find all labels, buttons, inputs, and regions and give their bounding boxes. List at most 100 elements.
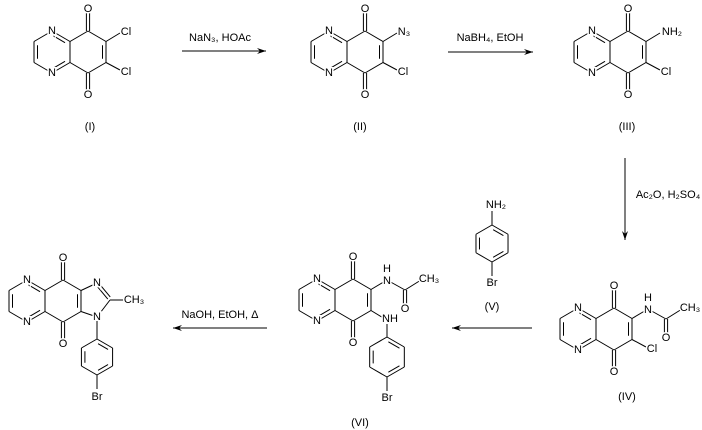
bond bbox=[364, 62, 384, 74]
bond bbox=[609, 30, 629, 42]
bonds-layer bbox=[8, 12, 683, 391]
amine-nh: NH bbox=[382, 313, 398, 325]
bond bbox=[369, 366, 388, 378]
bond bbox=[386, 279, 406, 291]
bond bbox=[298, 310, 318, 322]
labels-layer: NNOOClCl(I)NNOON₃Cl(II)NNOONH₂Cl(III)NNO… bbox=[22, 2, 702, 430]
bond bbox=[44, 279, 64, 291]
bond bbox=[613, 307, 633, 319]
arrowhead bbox=[622, 231, 628, 240]
bond bbox=[364, 30, 384, 42]
nitrogen-atom: N bbox=[383, 275, 391, 287]
nitrogen-atom: N bbox=[644, 304, 652, 316]
bond bbox=[80, 311, 98, 318]
bond bbox=[87, 62, 107, 74]
double-bond-line bbox=[593, 60, 606, 69]
nitrogen-atom: N bbox=[23, 274, 31, 286]
compound-label-III: (III) bbox=[619, 121, 636, 133]
bond bbox=[369, 336, 388, 348]
bond bbox=[609, 62, 629, 74]
bond bbox=[105, 62, 121, 71]
methyl-group: CH₃ bbox=[680, 302, 700, 314]
double-bond-line bbox=[318, 283, 331, 292]
bond bbox=[370, 310, 386, 320]
bond bbox=[386, 336, 405, 348]
bond bbox=[631, 339, 647, 348]
nitrogen-atom: N bbox=[313, 315, 321, 327]
double-bond-line bbox=[53, 60, 66, 69]
bond bbox=[665, 308, 683, 320]
bond bbox=[370, 279, 388, 290]
double-bond-line bbox=[28, 284, 41, 293]
bond bbox=[627, 30, 647, 42]
arrowhead bbox=[257, 48, 266, 54]
double-bond-line bbox=[330, 60, 343, 69]
bond bbox=[51, 62, 71, 74]
bond bbox=[96, 299, 111, 318]
double-bond-line bbox=[53, 35, 66, 44]
bond bbox=[595, 307, 615, 319]
nitrogen-atom: N bbox=[93, 277, 101, 289]
bond bbox=[334, 310, 354, 322]
oxygen-atom: O bbox=[59, 252, 68, 264]
compound-label-I: (I) bbox=[85, 121, 95, 133]
bond bbox=[382, 62, 398, 71]
bond bbox=[69, 62, 89, 74]
bond bbox=[316, 278, 336, 290]
double-bond bbox=[97, 286, 109, 300]
bond bbox=[62, 311, 82, 323]
compound-label-IV: (IV) bbox=[618, 391, 636, 403]
double-bond-line bbox=[388, 365, 400, 373]
double-bond-line bbox=[579, 312, 592, 321]
bond bbox=[627, 62, 647, 74]
oxygen-atom: O bbox=[610, 280, 619, 292]
bond bbox=[96, 338, 113, 349]
nitrogen-atom: N bbox=[588, 25, 596, 37]
oxygen-atom: O bbox=[84, 89, 93, 101]
arrowhead bbox=[524, 49, 533, 55]
oxygen-atom: O bbox=[624, 3, 633, 15]
bond bbox=[577, 339, 597, 351]
bond bbox=[573, 62, 593, 74]
chlorine-atom: Cl bbox=[661, 66, 671, 78]
bond bbox=[334, 278, 354, 290]
double-bond-line bbox=[330, 35, 343, 44]
double-bond-line bbox=[318, 308, 331, 317]
bond bbox=[382, 32, 398, 42]
oxygen-atom: O bbox=[59, 338, 68, 350]
bond bbox=[573, 30, 593, 42]
double-bond-line bbox=[97, 343, 109, 350]
double-bond-line bbox=[593, 35, 606, 44]
nitrogen-atom: N bbox=[325, 67, 333, 79]
bond bbox=[386, 366, 405, 378]
bond bbox=[87, 30, 107, 42]
bond bbox=[316, 310, 336, 322]
double-bond bbox=[99, 284, 111, 298]
bond bbox=[44, 311, 64, 323]
double-bond-line bbox=[579, 337, 592, 346]
bromine-atom: Br bbox=[487, 277, 498, 289]
bond bbox=[33, 62, 53, 74]
bond bbox=[105, 32, 121, 42]
double-bond-line bbox=[388, 341, 400, 349]
nitrogen-atom: N bbox=[574, 344, 582, 356]
reagents-2: NaBH₄, EtOH bbox=[457, 32, 524, 44]
reagents-3: Ac₂O, H₂SO₄ bbox=[636, 189, 701, 201]
arrowhead bbox=[452, 325, 461, 331]
bond bbox=[631, 308, 649, 319]
bond bbox=[645, 62, 661, 71]
bond bbox=[352, 278, 372, 290]
bond bbox=[613, 339, 633, 351]
bond bbox=[81, 338, 98, 349]
bond bbox=[475, 224, 493, 235]
nitrogen-atom: N bbox=[588, 67, 596, 79]
bond bbox=[328, 62, 348, 74]
methyl-group: CH₃ bbox=[124, 294, 144, 306]
bond bbox=[80, 282, 98, 291]
bond bbox=[346, 30, 366, 42]
nitrogen-atom: N bbox=[313, 273, 321, 285]
bond bbox=[591, 62, 611, 74]
bond bbox=[26, 279, 46, 291]
chlorine-atom: Cl bbox=[121, 66, 131, 78]
bond bbox=[559, 307, 579, 319]
